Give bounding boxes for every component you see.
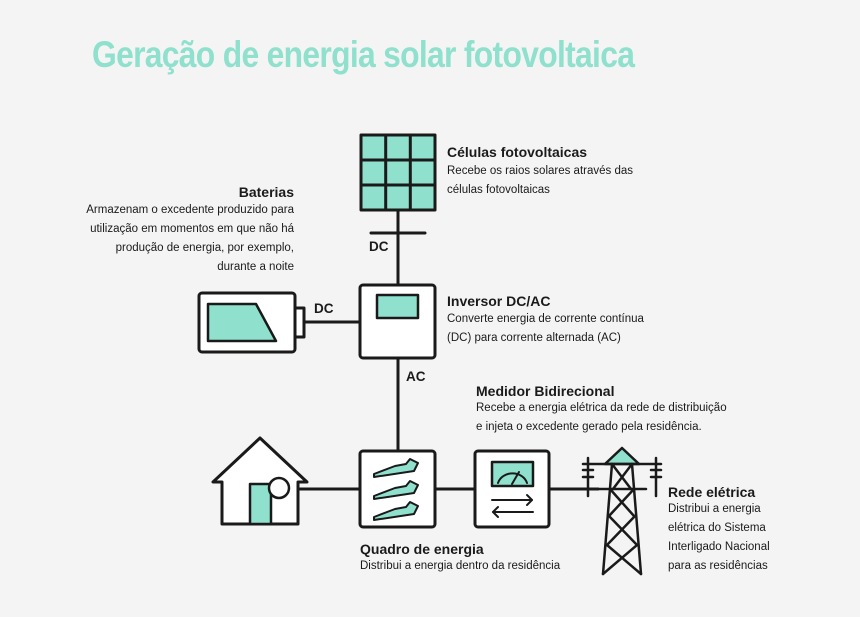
grid-label: Rede elétrica Distribui a energia elétri… (668, 484, 770, 576)
cells-heading: Células fotovoltaicas (447, 144, 588, 160)
batteries-label: Baterias Armazenam o excedente produzido… (86, 184, 294, 277)
batteries-heading: Baterias (238, 184, 294, 200)
connection-lines (298, 208, 600, 491)
panel-heading: Quadro de energia (360, 541, 484, 557)
bidirectional-meter-icon (473, 449, 551, 529)
batteries-desc-line: produção de energia, por exemplo, (115, 242, 294, 254)
grid-desc-line: elétrica do Sistema (668, 522, 766, 534)
panel-desc-line: Distribui a energia dentro da residência (360, 560, 561, 572)
house-icon (211, 436, 309, 526)
batteries-desc-line: Armazenam o excedente produzido para (86, 204, 294, 216)
grid-heading: Rede elétrica (668, 484, 756, 500)
grid-desc-line: Distribui a energia (668, 503, 761, 515)
battery-icon (197, 291, 306, 354)
inverter-desc-line: Converte energia de corrente contínua (447, 313, 644, 325)
cells-label: Células fotovoltaicas Recebe os raios so… (447, 144, 633, 200)
meter-desc-line: e injeta o excedente gerado pela residên… (476, 421, 702, 433)
meter-desc-line: Recebe a energia elétrica da rede de dis… (476, 402, 727, 414)
batteries-desc-line: utilização em momentos em que não há (90, 223, 294, 235)
solar-panel-icon (359, 133, 437, 212)
panel-label: Quadro de energia Distribui a energia de… (360, 541, 560, 576)
transmission-tower-icon (581, 446, 663, 576)
cells-desc-line: Recebe os raios solares através das (447, 165, 634, 177)
inverter-heading: Inversor DC/AC (447, 293, 551, 309)
meter-heading: Medidor Bidirecional (476, 383, 615, 399)
inverter-label: Inversor DC/AC Converte energia de corre… (447, 293, 644, 348)
meter-label: Medidor Bidirecional Recebe a energia el… (476, 383, 727, 437)
ac-label: AC (406, 369, 426, 384)
dc-label-battery: DC (314, 301, 334, 316)
grid-desc-line: Interligado Nacional (668, 541, 770, 553)
batteries-desc-line: durante a noite (217, 261, 294, 273)
grid-desc-line: para as residências (668, 560, 768, 572)
inverter-icon (358, 283, 437, 360)
page-title: Geração de energia solar fotovoltaica (92, 34, 635, 75)
inverter-desc-line: (DC) para corrente alternada (AC) (447, 332, 621, 344)
dc-label-panel: DC (369, 239, 389, 254)
cells-desc-line: células fotovoltaicas (447, 184, 550, 196)
distribution-panel-icon (358, 449, 437, 529)
